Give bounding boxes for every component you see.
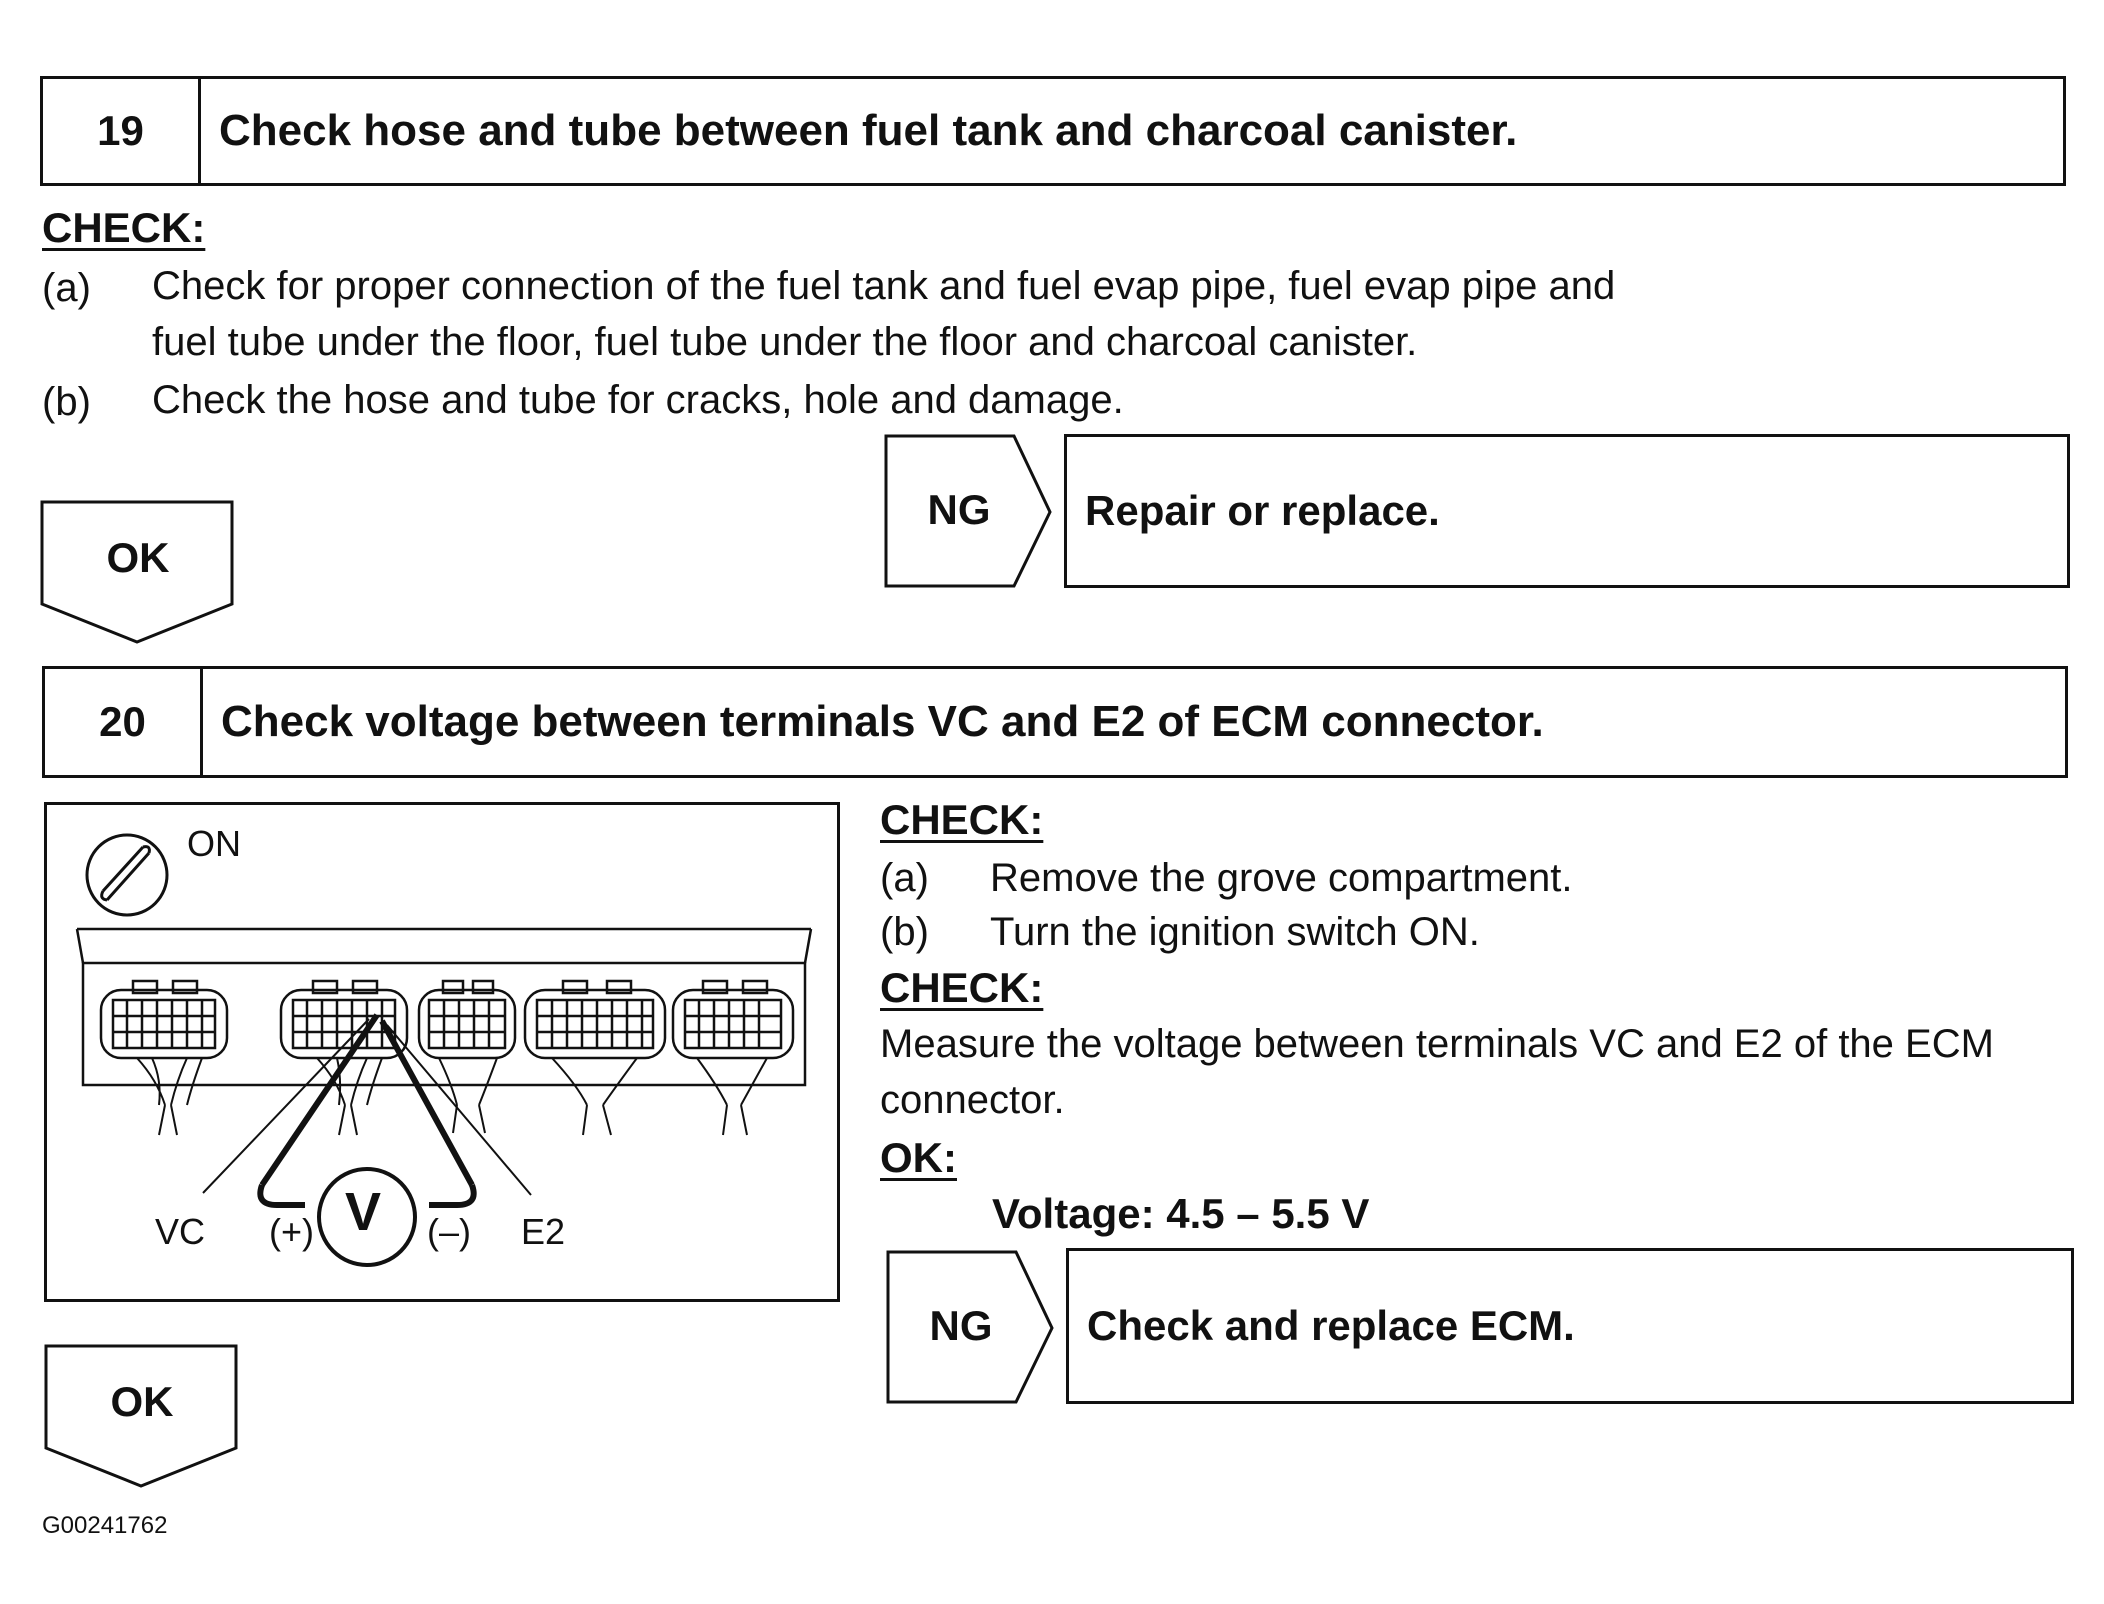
step-number: 20 xyxy=(45,669,203,775)
figure-code: G00241762 xyxy=(42,1512,168,1539)
ecm-housing xyxy=(75,927,813,1087)
ok-pentagon-icon xyxy=(40,500,234,644)
vc-terminal-label: VC xyxy=(155,1211,206,1252)
check-heading: CHECK: xyxy=(880,964,1044,1011)
ng-result-box: Check and replace ECM. xyxy=(1066,1248,2074,1404)
step-title: Check voltage between terminals VC and E… xyxy=(221,697,1544,746)
item-text: Check the hose and tube for cracks, hole… xyxy=(152,378,1124,422)
ok-marker: OK xyxy=(44,1344,240,1490)
ok-pentagon-icon xyxy=(44,1344,238,1488)
e2-terminal-label: E2 xyxy=(521,1211,566,1252)
step-19-header: 19 Check hose and tube between fuel tank… xyxy=(40,76,2066,186)
step-title: Check hose and tube between fuel tank an… xyxy=(219,106,1518,155)
ignition-on-label: ON xyxy=(187,823,241,864)
wire-harnesses xyxy=(136,1057,768,1136)
ng-arrow-icon xyxy=(884,434,1052,588)
check-heading: CHECK: xyxy=(880,796,1044,843)
voltmeter-icon xyxy=(317,1167,417,1267)
positive-lead-label: (+) xyxy=(269,1211,314,1252)
step-number: 19 xyxy=(43,79,201,183)
negative-lead-label: (–) xyxy=(427,1211,471,1252)
ng-marker: NG xyxy=(886,1250,1056,1406)
ng-arrow-icon xyxy=(886,1250,1054,1404)
ecm-connector-diagram xyxy=(75,833,813,1267)
check-heading: CHECK: xyxy=(42,204,206,251)
ignition-key-icon xyxy=(85,833,169,917)
ng-label: NG xyxy=(929,1302,993,1349)
ng-result-box: Repair or replace. xyxy=(1064,434,2070,588)
item-letter: (b) xyxy=(42,380,91,424)
ok-marker: OK xyxy=(40,500,236,646)
ok-label: OK xyxy=(106,534,170,581)
step-20-header: 20 Check voltage between terminals VC an… xyxy=(42,666,2068,778)
ok-heading: OK: xyxy=(880,1134,957,1181)
item-text: Check for proper connection of the fuel … xyxy=(152,264,1616,308)
item-letter: (b) xyxy=(880,910,929,954)
ecm-connectors xyxy=(99,979,795,1060)
item-text: fuel tube under the floor, fuel tube und… xyxy=(152,320,1418,364)
probe-leads xyxy=(257,1013,477,1208)
measure-text: Measure the voltage between terminals VC… xyxy=(880,1022,1994,1066)
ok-label: OK xyxy=(110,1378,174,1425)
item-letter: (a) xyxy=(42,266,91,310)
item-text: Turn the ignition switch ON. xyxy=(990,910,1480,954)
measure-text: connector. xyxy=(880,1078,1065,1122)
voltage-spec: Voltage: 4.5 – 5.5 V xyxy=(992,1190,1370,1237)
ng-marker: NG xyxy=(884,434,1054,590)
item-text: Remove the grove compartment. xyxy=(990,856,1573,900)
leader-lines xyxy=(202,1018,532,1196)
ecm-connector-figure: ON VC (+) V (–) E2 xyxy=(44,802,840,1302)
ng-label: NG xyxy=(927,486,991,533)
item-letter: (a) xyxy=(880,856,929,900)
voltmeter-label: V xyxy=(345,1182,382,1242)
